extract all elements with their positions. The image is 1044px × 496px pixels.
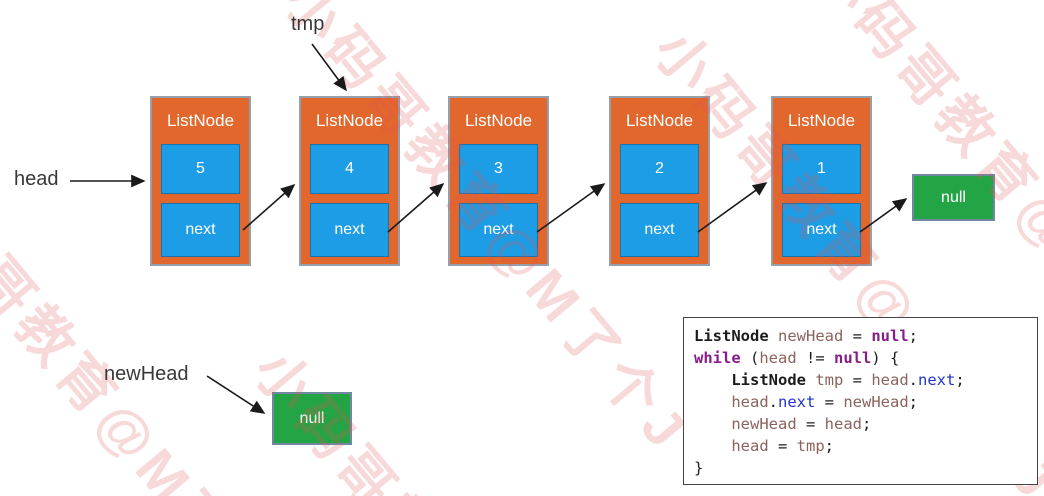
node-value-field: 2 — [620, 144, 699, 194]
node-title: ListNode — [787, 111, 856, 130]
code-line: while (head != null) { — [694, 349, 900, 367]
code-line: ListNode newHead = null; — [694, 327, 918, 345]
node-value-field: 3 — [459, 144, 538, 194]
node-value-field: 1 — [782, 144, 861, 194]
arrow-tmp-to-node4 — [311, 43, 347, 92]
tmp-pointer-label: tmp — [291, 13, 325, 35]
null-box-tail: null — [912, 174, 995, 221]
listnode-node-3: ListNode 3 next — [448, 96, 549, 266]
node-title: ListNode — [625, 111, 694, 130]
code-line: } — [694, 459, 704, 477]
node-next-field: next — [310, 203, 389, 257]
code-line: head.next = newHead; — [731, 393, 918, 411]
listnode-node-2: ListNode 2 next — [609, 96, 710, 266]
newhead-pointer-label: newHead — [104, 363, 189, 385]
node-next-field: next — [782, 203, 861, 257]
listnode-node-5: ListNode 5 next — [150, 96, 251, 266]
code-line: newHead = head; — [731, 415, 872, 433]
listnode-node-4: ListNode 4 next — [299, 96, 400, 266]
node-title: ListNode — [464, 111, 533, 130]
node-title: ListNode — [315, 111, 384, 130]
null-box-newhead: null — [272, 392, 352, 445]
node-next-field: next — [620, 203, 699, 257]
node-next-field: next — [161, 203, 240, 257]
node-title: ListNode — [166, 111, 235, 130]
code-line: ListNode tmp = head.next; — [731, 371, 965, 389]
node-next-field: next — [459, 203, 538, 257]
node-value-field: 5 — [161, 144, 240, 194]
head-pointer-label: head — [14, 168, 59, 190]
code-line: head = tmp; — [731, 437, 834, 455]
node-value-field: 4 — [310, 144, 389, 194]
arrow-newhead-to-null — [206, 375, 266, 414]
listnode-node-1: ListNode 1 next — [771, 96, 872, 266]
code-block: ListNode newHead = null; while (head != n… — [683, 317, 1038, 485]
